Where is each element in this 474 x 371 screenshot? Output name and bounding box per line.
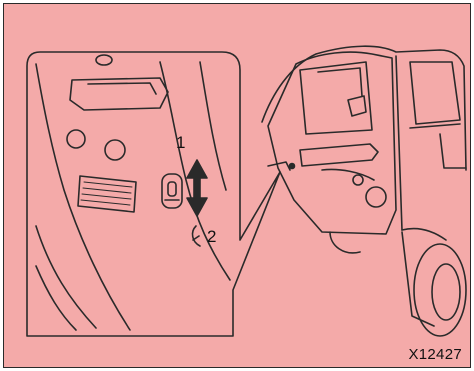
- up-down-arrow-icon: [187, 160, 207, 216]
- callout-1: 1: [176, 133, 185, 153]
- car-body: [262, 46, 466, 170]
- rear-wheel: [330, 232, 360, 253]
- callout-2: 2: [207, 227, 216, 247]
- child-lock-lever-icon: [162, 174, 182, 208]
- figure-code: X12427: [408, 346, 462, 363]
